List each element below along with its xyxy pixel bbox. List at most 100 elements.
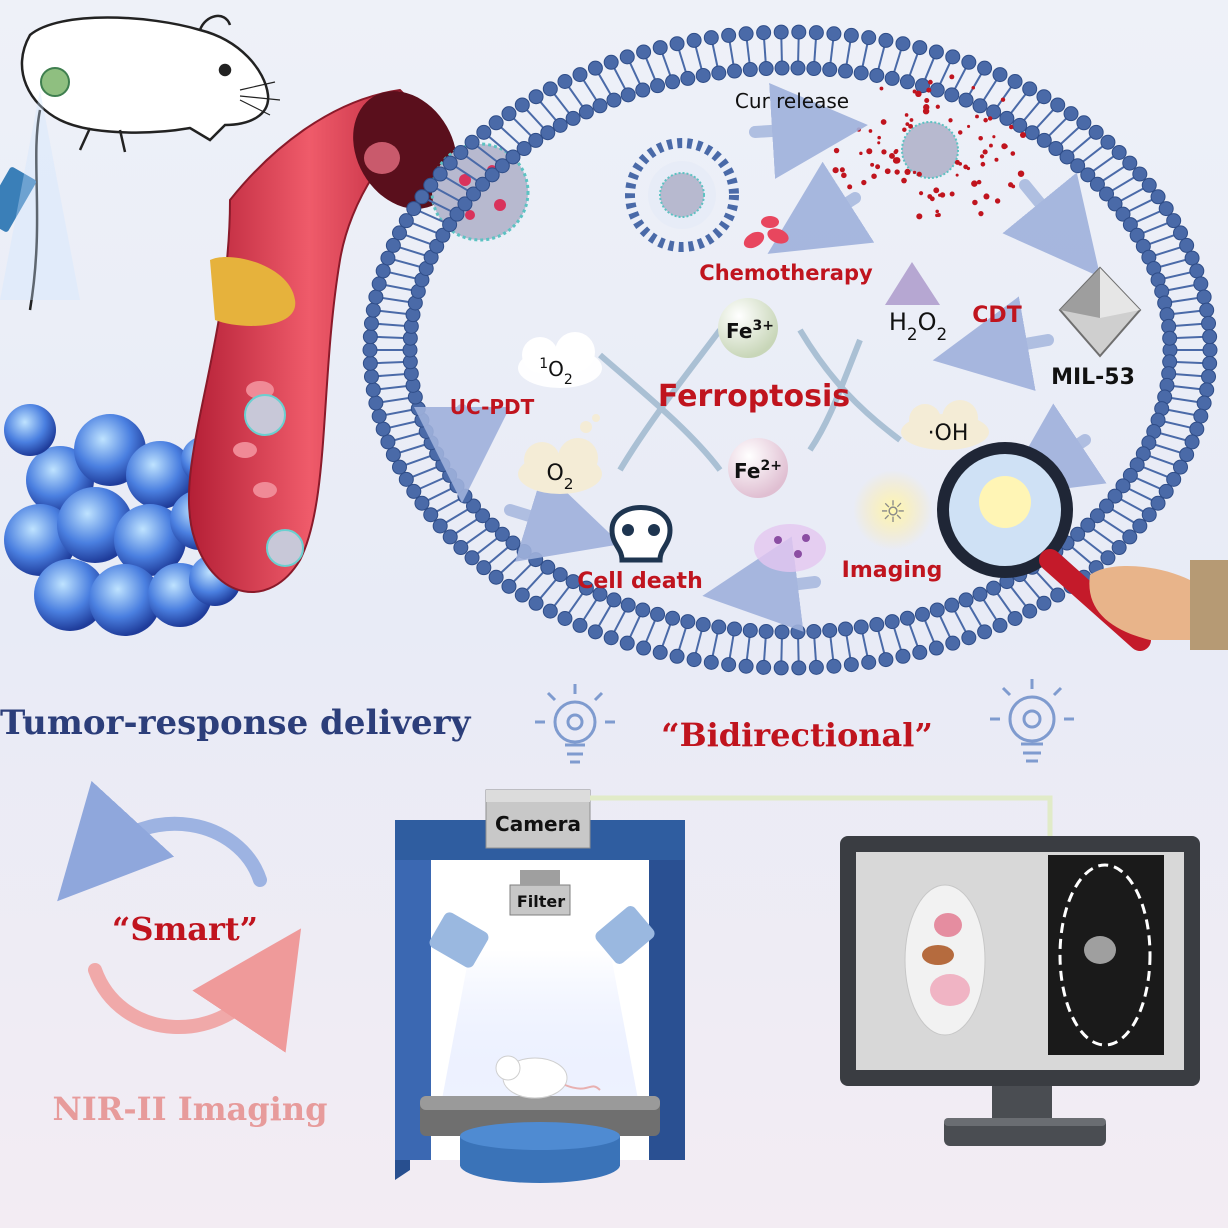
membrane-bead [435,227,451,243]
membrane-bead [1088,124,1104,140]
membrane-bead [822,622,838,638]
oxygen-cloud [518,414,602,494]
membrane-bead [528,132,544,148]
membrane-bead [1189,421,1205,437]
membrane-bead [414,495,430,511]
membrane-bead [1050,587,1066,603]
membrane-bead [603,54,619,70]
membrane-bead [958,92,974,108]
monitor [840,836,1200,1146]
membrane-bead [652,644,668,660]
membrane-bead [432,166,448,182]
membrane-bead [457,196,473,212]
inner-liposome [625,138,739,252]
imaging-dots-cloud [754,524,826,572]
membrane-bead [432,518,448,534]
mouse-on-stage [495,1055,601,1099]
membrane-bead [1193,408,1209,424]
membrane-bead [368,395,384,411]
drug-particle [949,191,955,197]
label-camera: Camera [495,812,581,836]
membrane-bead [1100,550,1116,566]
light-source-left [429,912,489,968]
membrane-bead [578,580,594,596]
label-h2o2: H2O2 [889,308,947,344]
membrane-bead [385,237,401,253]
drug-particle [1019,131,1027,139]
membrane-bead [756,25,772,41]
membrane-bead [1122,529,1138,545]
membrane-bead [635,82,651,98]
drug-particle [884,168,891,175]
membrane-bead [636,640,652,656]
drug-particle [839,167,845,173]
membrane-bead [464,550,480,566]
membrane-bead [686,32,702,48]
ferroptosis-cycle-arrows [598,328,902,472]
membrane-bead [362,355,378,371]
drug-particle [915,90,922,98]
membrane-bead [650,78,666,94]
membrane-bead [1080,517,1096,533]
membrane-bead [1115,478,1131,494]
label-fe3: Fe3+ [726,318,774,343]
membrane-bead [861,30,877,46]
membrane-bead [606,92,622,108]
membrane-bead [406,483,422,499]
drug-particle [1000,97,1006,102]
drug-particle [939,192,946,198]
membrane-bead [636,44,652,60]
membrane-bead [972,586,988,602]
membrane-bead [944,597,960,613]
membrane-bead [977,60,993,76]
injected-nanoparticle-icon [40,67,70,97]
drug-particle [894,169,900,175]
membrane-bead [514,97,530,113]
membrane-bead [542,603,558,619]
membrane-bead [1132,518,1148,534]
membrane-bead [453,144,469,160]
membrane-bead [992,67,1008,83]
membrane-bead [1158,483,1174,499]
membrane-bead [726,63,742,79]
membrane-bead [1166,471,1182,487]
drug-particle [841,172,847,179]
drug-particle [893,149,898,155]
membrane-bead [669,36,685,52]
label-cell-death: Cell death [577,569,703,594]
drug-particle [916,213,923,220]
membrane-bead [738,26,754,42]
imaging-glow [853,470,933,550]
membrane-bead [961,630,977,646]
membrane-bead [1179,237,1195,253]
drug-particle [1017,170,1025,177]
membrane-bead [375,263,391,279]
membrane-bead [406,201,422,217]
membrane-bead [972,98,988,114]
membrane-bead [774,624,790,640]
drug-particle [871,173,877,179]
membrane-bead [665,74,681,90]
drug-particle [880,119,887,125]
membrane-bead [853,619,869,635]
singlet-oxygen-cloud [518,332,602,388]
membrane-bead [861,654,877,670]
label-cdt: CDT [972,303,1021,328]
drug-particle [926,87,932,93]
membrane-bead [899,74,915,90]
membrane-bead [806,61,822,77]
membrane-bead [557,74,573,90]
membrane-bead [895,648,911,664]
membrane-bead [1007,74,1023,90]
drug-particle [908,123,913,129]
membrane-bead [790,624,806,640]
membrane-bead [572,67,588,83]
membrane-bead [414,189,430,205]
label-chemotherapy: Chemotherapy [699,261,873,285]
nir-signal-spot [1084,936,1116,964]
drug-particle [979,154,985,159]
membrane-bead [442,217,458,233]
membrane-bead [791,660,807,676]
membrane-bead [738,658,754,674]
